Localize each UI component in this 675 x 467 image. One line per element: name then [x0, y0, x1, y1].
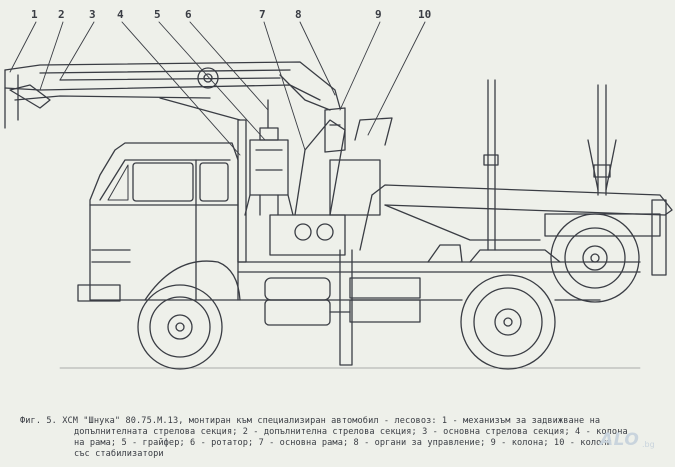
- rear-wheel: [460, 274, 556, 370]
- caption-line-2: допълнителната стрелова секция; 2 - допъ…: [74, 427, 628, 437]
- callout-6: 6: [185, 8, 192, 21]
- front-wheel: [137, 284, 223, 370]
- grapple-rotator: [244, 99, 294, 216]
- alo-watermark-logo: ALO .bg: [600, 430, 662, 456]
- callout-8: 8: [295, 8, 302, 21]
- boom-assembly: [4, 61, 341, 129]
- caption-line-3: на рама; 5 - грайфер; 6 - ротатор; 7 - о…: [74, 438, 612, 448]
- chassis-frame: [237, 244, 641, 326]
- figure-caption: Фиг. 5. ХСМ "Шнука" 80.75.М.13, монтиран…: [20, 416, 660, 460]
- truck-crane-drawing: 1 2 3 4 5 6 7 8 9 10: [4, 8, 673, 370]
- callout-9: 9: [375, 8, 382, 21]
- control-station: [324, 107, 393, 153]
- watermark-sub: .bg: [642, 440, 655, 449]
- callout-3: 3: [89, 8, 96, 21]
- callout-4: 4: [117, 8, 124, 21]
- callout-7: 7: [259, 8, 266, 21]
- crane-column: [237, 119, 381, 366]
- truck-cab: [77, 142, 241, 302]
- callout-10: 10: [418, 8, 431, 21]
- callout-1: 1: [31, 8, 38, 21]
- caption-line-4: със стабилизатори: [74, 449, 164, 459]
- callout-5: 5: [154, 8, 161, 21]
- leader-lines: [9, 21, 426, 156]
- rear-stanchions: [359, 79, 673, 251]
- watermark-text: ALO: [600, 430, 640, 450]
- callout-2: 2: [58, 8, 65, 21]
- spare-wheel: [544, 199, 667, 303]
- caption-line-1: Фиг. 5. ХСМ "Шнука" 80.75.М.13, монтиран…: [20, 416, 601, 426]
